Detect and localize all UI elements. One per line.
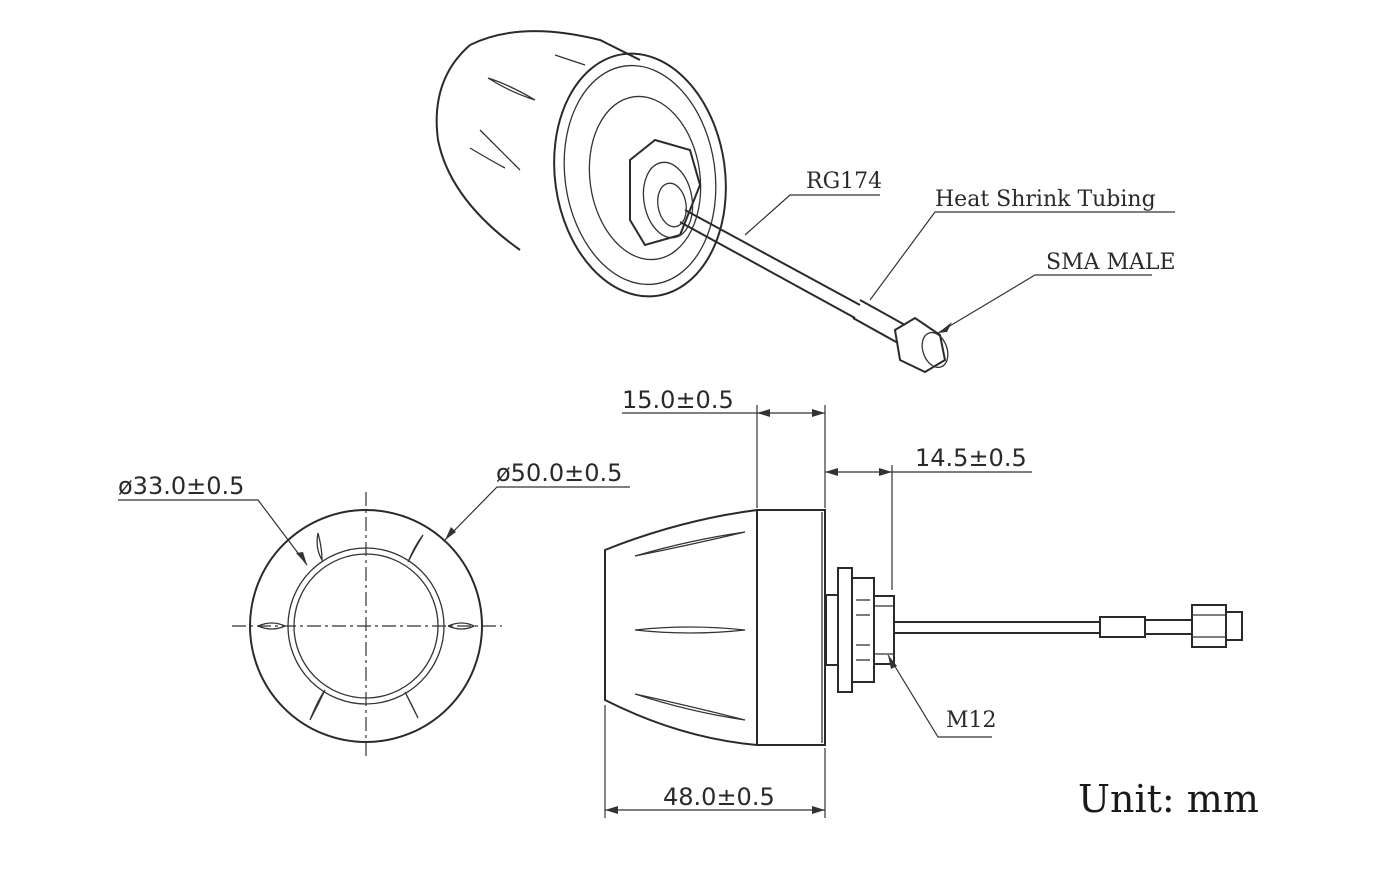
heat-shrink-label: Heat Shrink Tubing	[935, 187, 1156, 212]
thread-label: M12	[946, 708, 997, 733]
outer-diameter-label: ø50.0±0.5	[496, 459, 622, 487]
isometric-view: RG174 Heat Shrink Tubing SMA MALE	[435, 30, 1176, 374]
unit-label: Unit: mm	[1078, 777, 1259, 821]
inner-diameter-label: ø33.0±0.5	[118, 472, 244, 500]
body-length-label: 48.0±0.5	[663, 783, 775, 811]
thread-length-label: 14.5±0.5	[915, 444, 1027, 472]
connector-label: SMA MALE	[1046, 250, 1176, 275]
top-width-label: 15.0±0.5	[622, 386, 734, 414]
side-view: 15.0±0.5 14.5±0.5 48.0±0.5 M12	[604, 386, 1243, 818]
front-view: ø33.0±0.5 ø50.0±0.5	[118, 459, 630, 760]
cable-label: RG174	[806, 169, 882, 194]
